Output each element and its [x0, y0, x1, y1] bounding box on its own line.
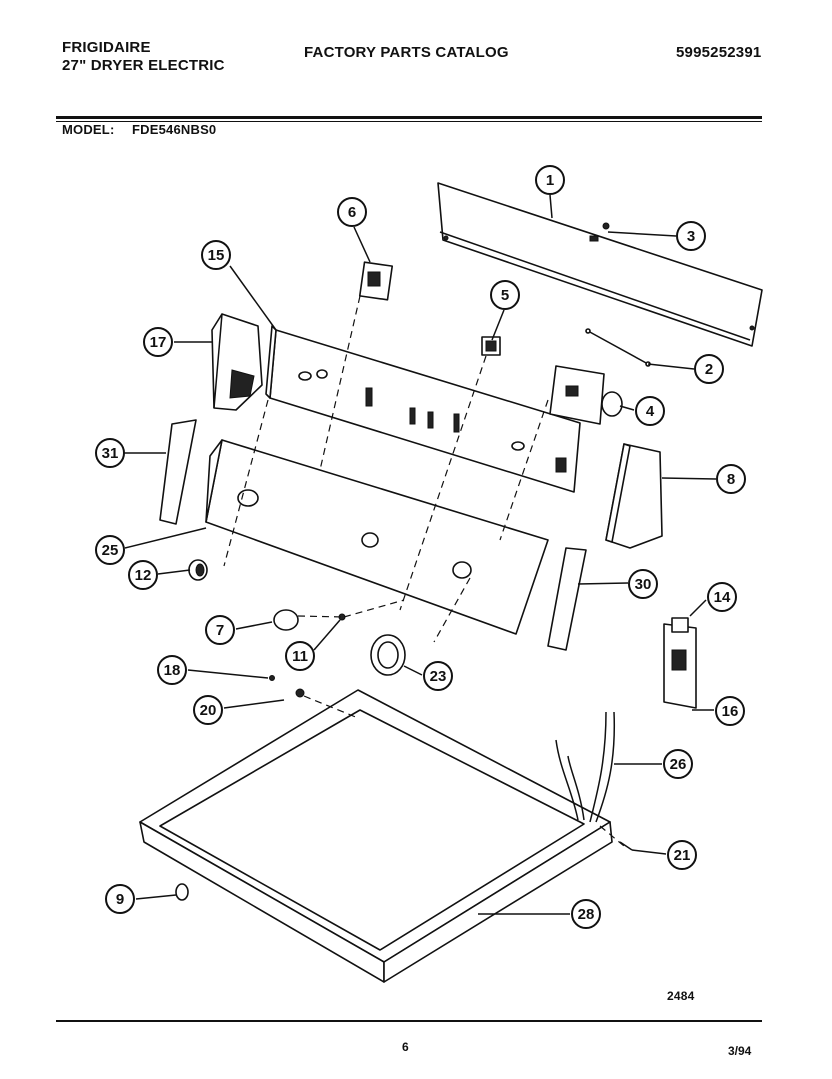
callout-15: 15	[201, 240, 231, 270]
part-screw-18	[269, 675, 275, 681]
part-knob-12	[188, 559, 208, 581]
part-switch-5	[481, 336, 501, 356]
callout-21: 21	[667, 840, 697, 870]
callout-12: 12	[128, 560, 158, 590]
callout-25: 25	[95, 535, 125, 565]
svg-text:7: 7	[216, 622, 224, 639]
part-end-bracket-left	[211, 313, 263, 411]
part-end-cap-right	[605, 443, 663, 549]
part-screw-20	[295, 688, 305, 698]
leader-lines	[124, 194, 717, 915]
figure-code: 2484	[667, 989, 695, 1003]
svg-text:1: 1	[546, 172, 554, 189]
part-terminal-block	[663, 617, 697, 709]
svg-text:4: 4	[646, 403, 655, 420]
model-label: MODEL:	[62, 122, 115, 137]
callout-28: 28	[571, 899, 601, 929]
svg-text:6: 6	[348, 204, 356, 221]
callout-17: 17	[143, 327, 173, 357]
svg-text:5: 5	[501, 287, 509, 304]
callout-18: 18	[157, 655, 187, 685]
svg-text:26: 26	[670, 756, 687, 773]
callout-9: 9	[105, 884, 135, 914]
svg-text:23: 23	[430, 668, 447, 685]
svg-text:2: 2	[705, 361, 713, 378]
svg-text:3: 3	[687, 228, 695, 245]
header-rule	[56, 116, 762, 119]
part-switch-6	[358, 261, 394, 301]
part-trim-left	[159, 419, 197, 525]
svg-text:28: 28	[578, 906, 595, 923]
header-rule-thin	[56, 121, 762, 122]
svg-text:21: 21	[674, 847, 691, 864]
callout-2: 2	[694, 354, 724, 384]
svg-text:14: 14	[714, 589, 731, 606]
part-trim-right	[547, 547, 587, 651]
callout-4: 4	[635, 396, 665, 426]
callout-3: 3	[676, 221, 706, 251]
page-number: 6	[402, 1040, 409, 1054]
model-number: FDE546NBS0	[132, 122, 217, 137]
callout-31: 31	[95, 438, 125, 468]
svg-text:15: 15	[208, 247, 225, 264]
part-wire-harness	[555, 711, 616, 823]
catalog-number: 5995252391	[676, 44, 762, 61]
callout-16: 16	[715, 696, 745, 726]
callout-11: 11	[285, 641, 315, 671]
product-description: 27" DRYER ELECTRIC	[62, 57, 225, 74]
brand-name: FRIGIDAIRE	[62, 39, 151, 56]
part-timer	[549, 365, 623, 425]
part-control-panel	[265, 325, 581, 493]
svg-text:30: 30	[635, 576, 652, 593]
callout-1: 1	[535, 165, 565, 195]
svg-text:20: 20	[200, 702, 217, 719]
callout-20: 20	[193, 695, 223, 725]
callout-8: 8	[716, 464, 746, 494]
callout-26: 26	[663, 749, 693, 779]
footer-rule	[56, 1020, 762, 1022]
part-rod	[585, 328, 651, 367]
svg-text:25: 25	[102, 542, 119, 559]
svg-text:12: 12	[135, 567, 152, 584]
part-push-button	[273, 609, 299, 631]
part-timer-knob	[370, 634, 406, 676]
callout-30: 30	[628, 569, 658, 599]
catalog-title: FACTORY PARTS CATALOG	[304, 44, 509, 61]
part-leg	[175, 883, 189, 901]
part-top-panel	[139, 689, 613, 983]
callout-14: 14	[707, 582, 737, 612]
part-back-panel	[437, 182, 763, 347]
svg-text:9: 9	[116, 891, 124, 908]
svg-text:17: 17	[150, 334, 167, 351]
part-console-panel	[205, 439, 549, 635]
svg-text:31: 31	[102, 445, 119, 462]
svg-text:8: 8	[727, 471, 735, 488]
callout-5: 5	[490, 280, 520, 310]
part-screw	[602, 222, 610, 230]
part-screw-21	[619, 841, 633, 851]
date-code: 3/94	[728, 1044, 752, 1058]
assembly-guide-lines	[223, 295, 625, 847]
callout-23: 23	[423, 661, 453, 691]
svg-text:11: 11	[292, 648, 308, 665]
svg-text:16: 16	[722, 703, 739, 720]
callout-7: 7	[205, 615, 235, 645]
callout-6: 6	[337, 197, 367, 227]
svg-text:18: 18	[164, 662, 181, 679]
